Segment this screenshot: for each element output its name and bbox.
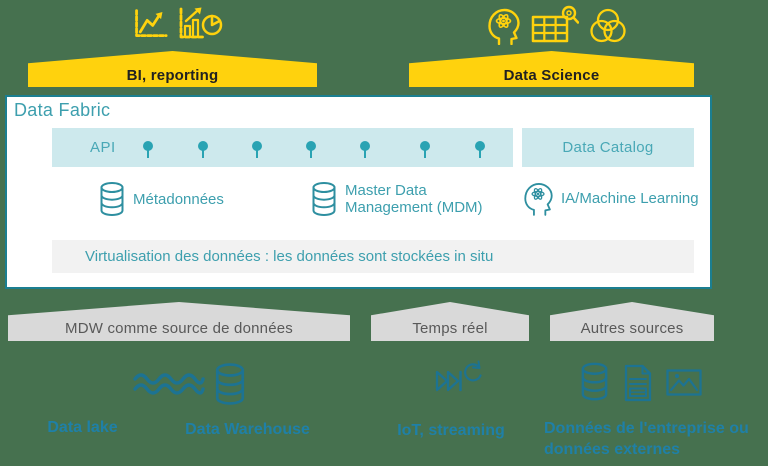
other-sources-banner: Autres sources [550, 302, 714, 341]
image-icon [666, 369, 702, 396]
bi-reporting-label: BI, reporting [126, 66, 219, 84]
ml-component: IA/Machine Learning [523, 181, 699, 216]
mdm-component: Master Data Management (MDM) [310, 181, 497, 217]
waves-icon [133, 370, 205, 398]
database-icon [98, 181, 126, 217]
database-icon [213, 362, 247, 406]
api-pin-icon [198, 141, 208, 158]
metadata-component: Métadonnées [98, 181, 224, 217]
document-icon [623, 364, 653, 402]
streaming-icon [434, 360, 484, 398]
data-science-icons [486, 5, 628, 45]
line-chart-icon [131, 7, 168, 42]
venn-diagram-icon [588, 7, 628, 45]
api-pin-icon [420, 141, 430, 158]
iot-streaming-label: IoT, streaming [397, 422, 505, 439]
external-data-icons [579, 361, 702, 402]
data-catalog-box: Data Catalog [522, 128, 694, 167]
data-science-banner: Data Science [409, 51, 694, 87]
api-pin-icon [475, 141, 485, 158]
realtime-banner: Temps réel [371, 302, 529, 341]
data-warehouse-label: Data Warehouse [185, 421, 310, 438]
head-ai-icon [486, 7, 522, 45]
virtualization-label: Virtualisation des données : les données… [85, 248, 494, 265]
database-icon [310, 181, 338, 217]
api-pin-icon [252, 141, 262, 158]
other-sources-label: Autres sources [580, 319, 684, 337]
api-bar: API [52, 128, 513, 167]
data-catalog-label: Data Catalog [562, 139, 654, 156]
bar-pie-chart-icon [177, 6, 223, 42]
data-fabric-box: Data Fabric API Data Catalog Métadonnées [5, 95, 712, 289]
data-fabric-title: Data Fabric [14, 100, 111, 120]
data-lake-label: Data lake [47, 419, 118, 436]
external-data-label: Données de l'entreprise ou données exter… [544, 420, 749, 458]
table-magnifier-icon [531, 5, 579, 45]
metadata-label: Métadonnées [133, 190, 224, 208]
mdw-sources-banner: MDW comme source de données [8, 302, 350, 341]
api-pin-icon [143, 141, 153, 158]
api-pin-icon [360, 141, 370, 158]
bi-reporting-banner: BI, reporting [28, 51, 317, 87]
data-science-label: Data Science [503, 66, 600, 84]
bi-icons [131, 6, 223, 42]
api-pin-icon [306, 141, 316, 158]
database-icon [579, 361, 610, 402]
api-label: API [90, 139, 116, 156]
mdw-sources-label: MDW comme source de données [65, 319, 293, 337]
realtime-label: Temps réel [412, 319, 488, 337]
virtualization-bar: Virtualisation des données : les données… [52, 240, 694, 273]
brain-head-icon [523, 181, 554, 216]
mdm-label: Master Data Management (MDM) [345, 182, 483, 216]
ml-label: IA/Machine Learning [561, 190, 699, 207]
